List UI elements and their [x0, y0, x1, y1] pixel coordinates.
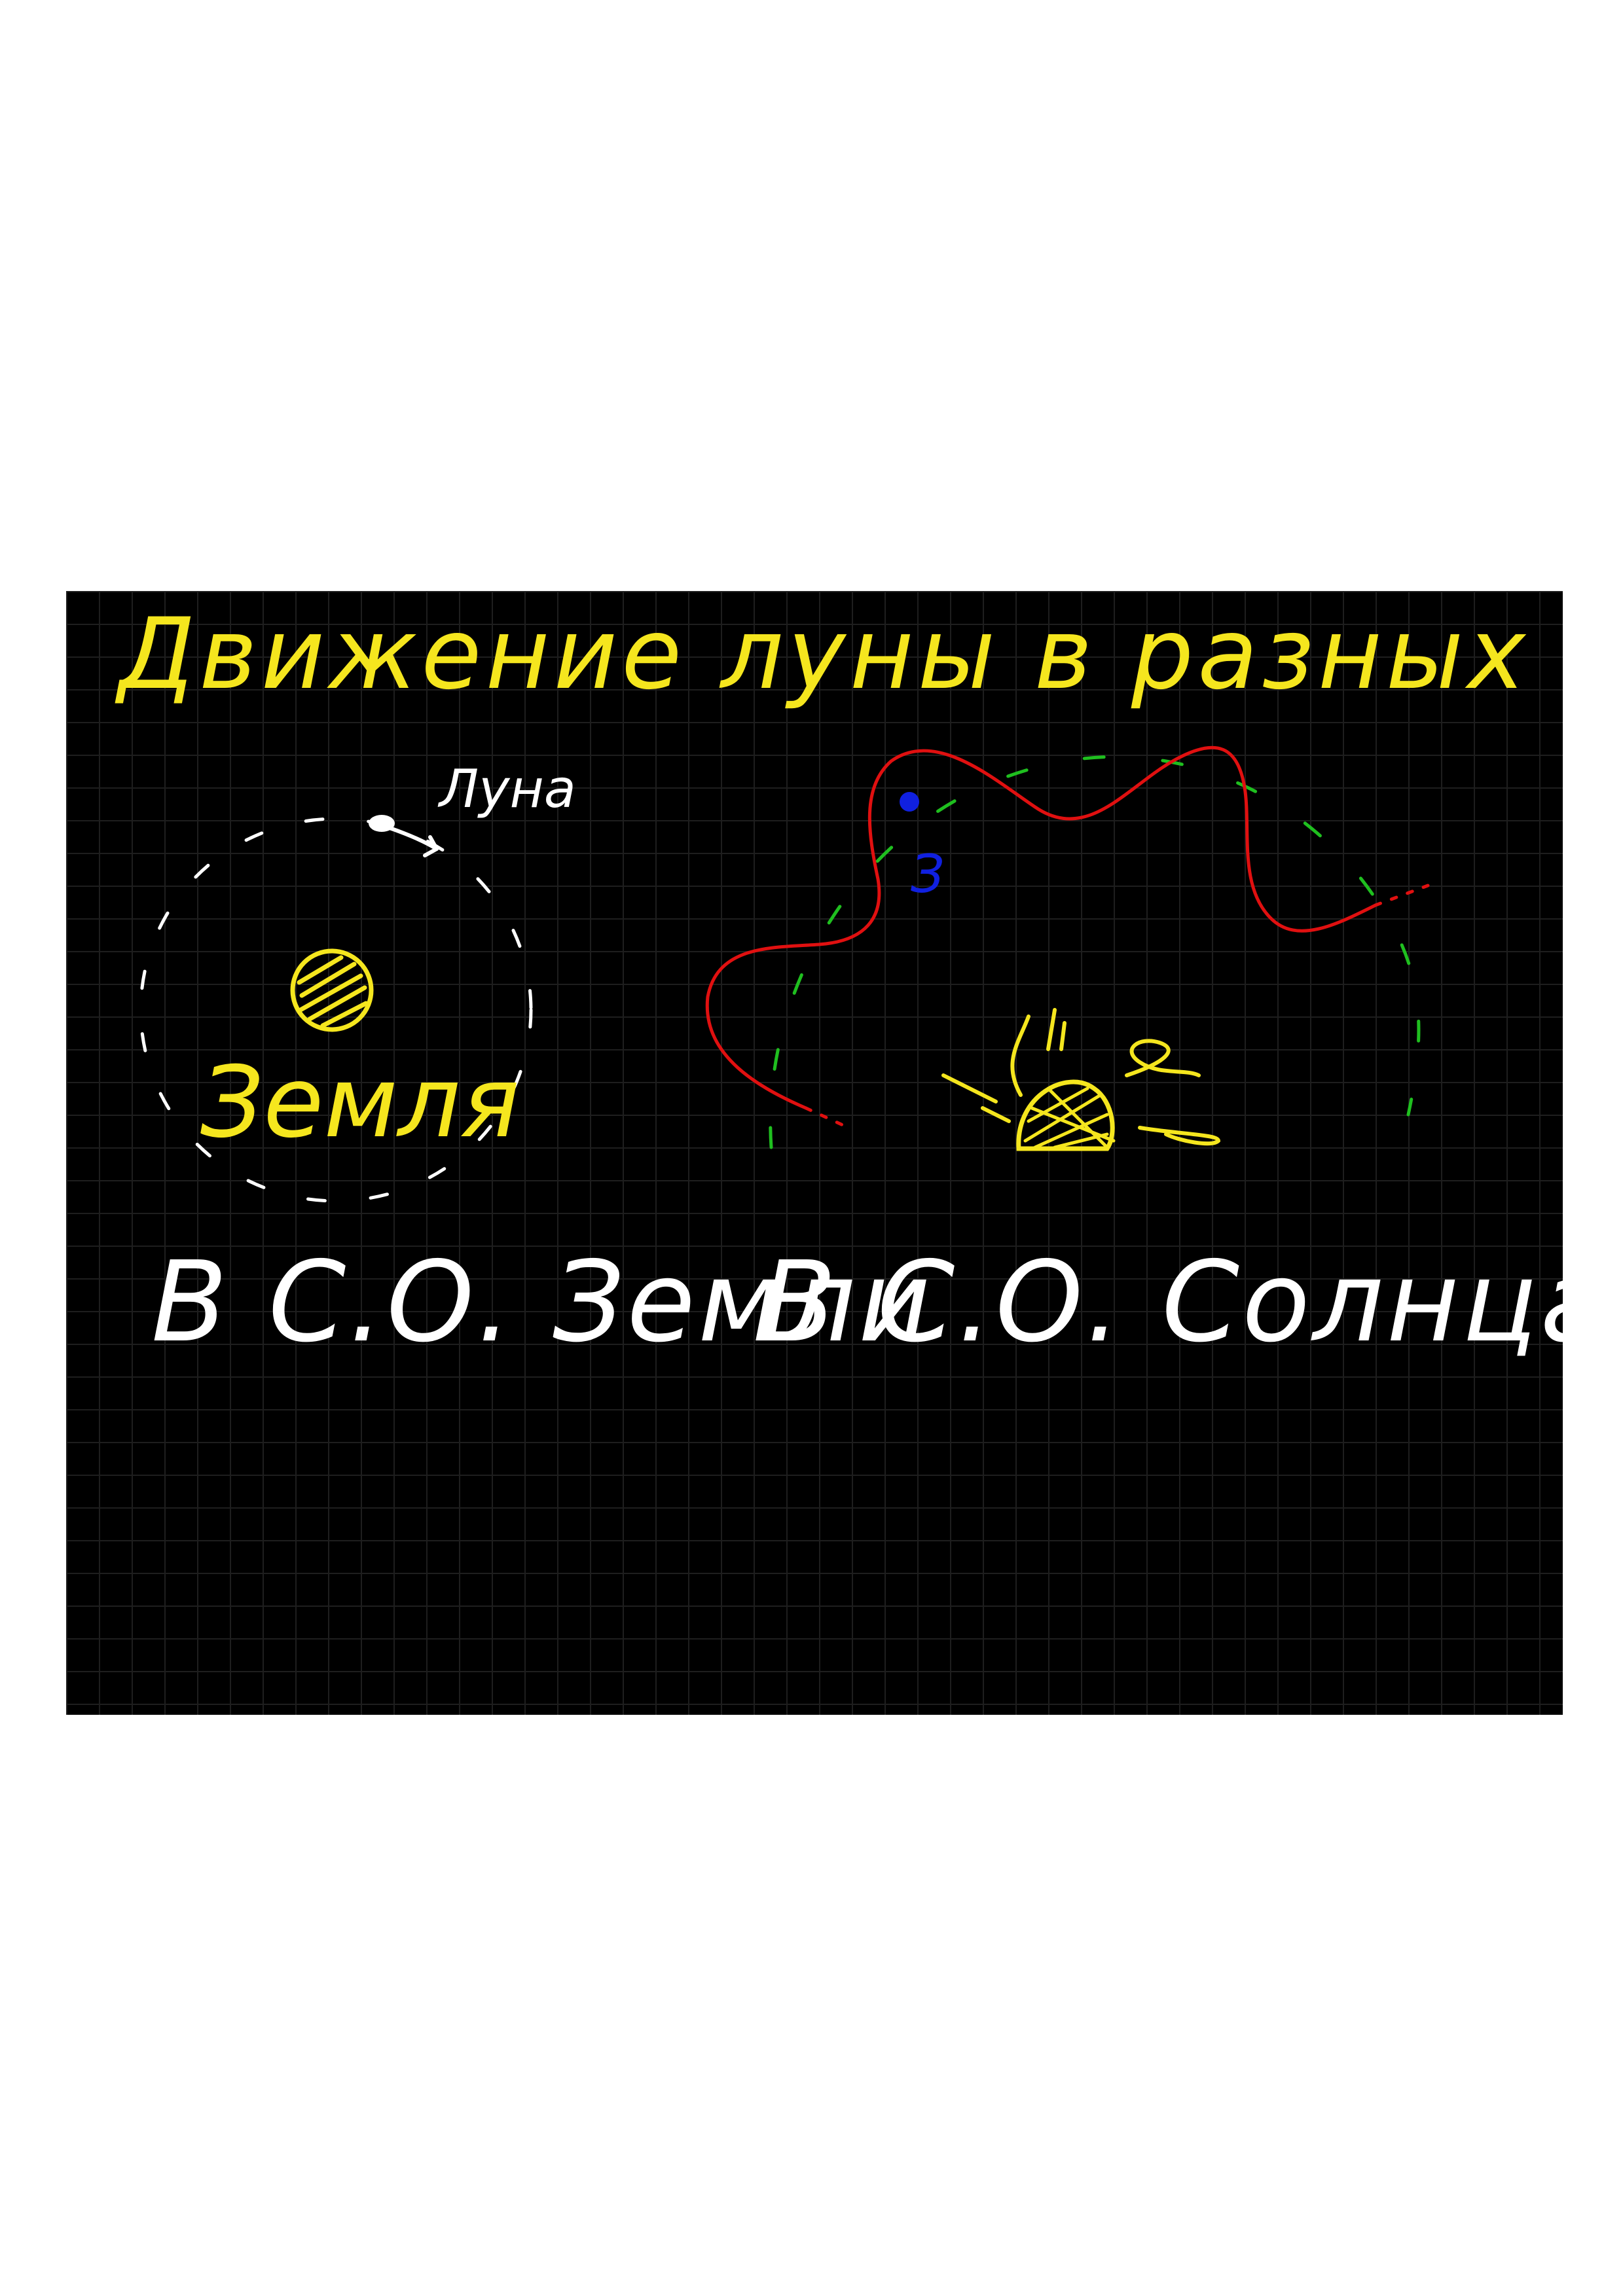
earth-marker-label: З — [911, 844, 944, 905]
moon-path-wavy — [705, 745, 1377, 1110]
title: Движение луны в разных С.О: — [115, 598, 1563, 711]
earth-frame-diagram: Луна Земля В С.О. Земли — [139, 759, 933, 1367]
moon-label: Луна — [437, 759, 576, 819]
sun-frame-caption: В С.О. Солнца — [760, 1238, 1563, 1367]
moon-orbit-dashed — [139, 817, 533, 1203]
earth-label: Земля — [200, 1046, 520, 1160]
earth-orbit-dashed — [769, 755, 1421, 1149]
sun-frame-diagram: З В С.О. Солнца — [705, 745, 1563, 1367]
sun-icon — [941, 1008, 1221, 1151]
moon-icon — [369, 815, 439, 857]
earth-frame-caption: В С.О. Земли — [151, 1238, 933, 1367]
diagram-canvas: Движение луны в разных С.О: Луна Земля В… — [115, 598, 1563, 1367]
blackboard: Движение луны в разных С.О: Луна Земля В… — [66, 591, 1563, 1715]
earth-dot — [900, 792, 919, 812]
earth-icon — [290, 948, 374, 1032]
